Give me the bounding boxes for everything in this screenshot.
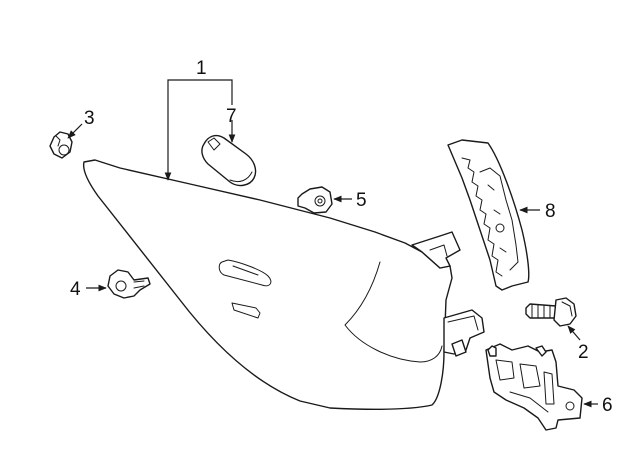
callout-1: 1 bbox=[196, 58, 207, 79]
push-clip bbox=[107, 269, 151, 299]
callout-7: 7 bbox=[226, 106, 237, 127]
callout-5: 5 bbox=[356, 190, 367, 211]
callout-labels: 1 2 3 4 5 6 7 8 bbox=[70, 58, 613, 416]
lamp-gasket bbox=[447, 139, 530, 291]
bolt bbox=[525, 297, 577, 327]
callout-2: 2 bbox=[578, 342, 589, 363]
retainer-nut bbox=[297, 186, 333, 214]
callout-8: 8 bbox=[545, 201, 556, 222]
bulb bbox=[201, 134, 257, 187]
callout-6: 6 bbox=[602, 395, 613, 416]
grommet-nut bbox=[49, 131, 73, 159]
callout-4: 4 bbox=[70, 279, 81, 300]
leader-lines bbox=[67, 79, 598, 408]
callout-3: 3 bbox=[84, 108, 95, 129]
mounting-bracket bbox=[485, 343, 583, 431]
tail-lamp-housing bbox=[82, 159, 485, 410]
